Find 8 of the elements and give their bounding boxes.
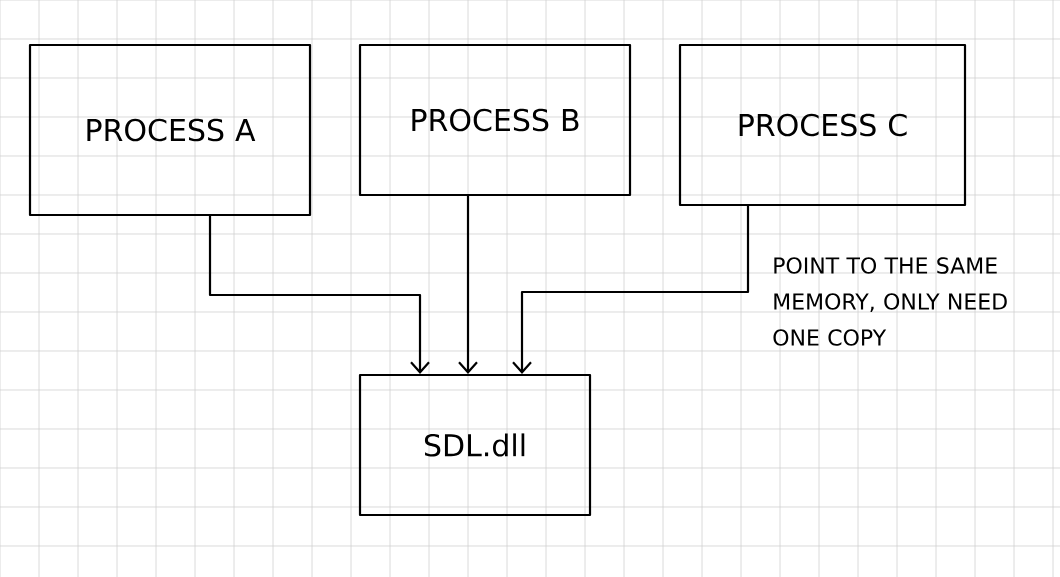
arrow: [208, 215, 430, 374]
file-box: SDL.dll: [358, 373, 592, 517]
arrow: [458, 195, 478, 374]
arrow: [512, 205, 750, 374]
process-box: PROCESS C: [678, 43, 967, 207]
process-box: PROCESS A: [28, 43, 312, 217]
note: POINT TO THE SAME MEMORY, ONLY NEED ONE COPY: [773, 257, 1007, 346]
process-box: PROCESS B: [358, 43, 632, 197]
